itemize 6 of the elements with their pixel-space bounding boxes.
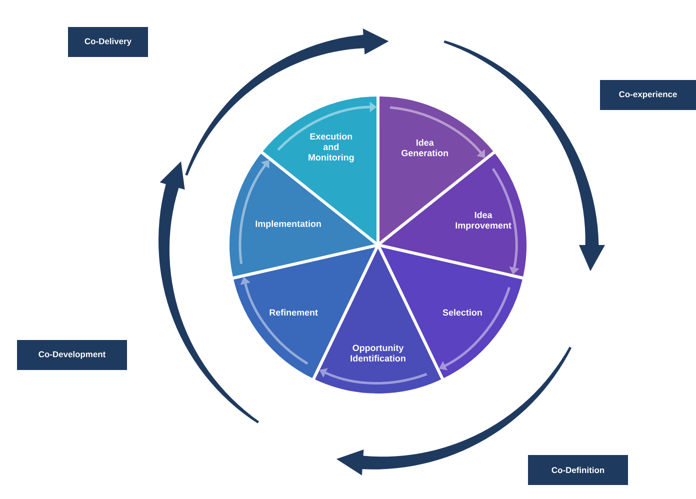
label-box: Co-experience bbox=[600, 80, 696, 110]
label-box: Co-Development bbox=[17, 340, 127, 370]
label-box: Co-Definition bbox=[528, 454, 628, 485]
arrow bbox=[390, 106, 486, 158]
label-box: Co-Delivery bbox=[68, 27, 148, 57]
arrow bbox=[439, 286, 511, 370]
